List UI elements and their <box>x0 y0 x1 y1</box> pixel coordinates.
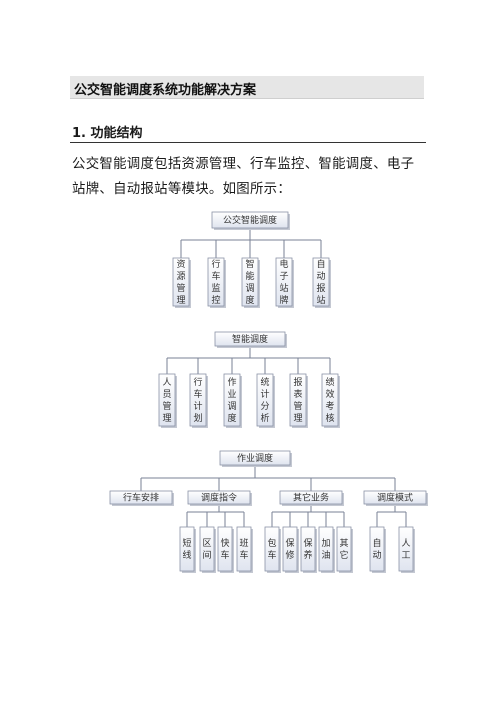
tree2-node-1-label: 行车计划 <box>193 376 202 424</box>
document-title-bar: 公交智能调度系统功能解决方案 <box>70 76 424 99</box>
tree2-node-0-label: 人员管理 <box>162 377 171 424</box>
tree1-node-3: 电子站牌 <box>275 257 294 308</box>
tree3-leaf-1-2-label: 快车 <box>220 537 229 561</box>
tree2-root-box: 智能调度 <box>214 331 287 348</box>
tree3-leaf-2-3-label: 加油 <box>321 538 330 561</box>
tree1-node-3-label: 电子站牌 <box>279 258 288 306</box>
tree3-leaf-1-1: 区间 <box>199 526 216 573</box>
tree1-node-0-label: 资源管理 <box>176 259 185 306</box>
section-divider <box>70 142 426 143</box>
tree2-node-5-label: 绩效考核 <box>325 376 334 424</box>
tree2-node-4-label: 报表管理 <box>293 376 302 424</box>
tree3-leaf-2-3: 加油 <box>318 526 335 573</box>
tree1-node-1-label: 行车监控 <box>211 258 220 306</box>
tree3-group-3: 调度模式 <box>363 490 428 506</box>
tree3-group-1-label: 调度指令 <box>201 492 237 504</box>
tree1-root-box: 公交智能调度 <box>211 211 290 230</box>
tree1-node-4-label: 自动报站 <box>316 258 325 306</box>
section-title: 功能结构 <box>90 126 143 141</box>
tree3-leaf-2-1: 保修 <box>282 526 299 573</box>
tree3-leaf-1-0-label: 短线 <box>182 537 191 561</box>
section-number: 1. <box>72 126 86 141</box>
tree3-leaf-2-4: 其它 <box>336 526 353 573</box>
tree3-group-2: 其它业务 <box>279 490 344 506</box>
tree3-leaf-2-0: 包车 <box>264 526 281 573</box>
tree3-root-box-label: 作业调度 <box>237 452 273 464</box>
tree3-leaf-1-3-label: 班车 <box>239 537 248 561</box>
tree1-node-2-label: 智能调度 <box>245 258 254 306</box>
tree3-leaf-2-2: 保养 <box>300 526 317 573</box>
tree3-leaf-3-1-label: 人工 <box>401 538 410 561</box>
tree3-group-0-label: 行车安排 <box>123 492 159 504</box>
tree1-node-1: 行车监控 <box>207 257 226 308</box>
tree2-node-3: 统计分析 <box>256 373 275 428</box>
tree3-leaf-1-2: 快车 <box>217 526 234 573</box>
document-title: 公交智能调度系统功能解决方案 <box>74 83 257 98</box>
tree3-leaf-1-1-label: 区间 <box>202 538 211 561</box>
tree1-node-4: 自动报站 <box>312 257 331 308</box>
body-paragraph: 公交智能调度包括资源管理、行车监控、智能调度、电子站牌、自动报站等模块。如图所示… <box>72 157 415 197</box>
tree1-root-box-label: 公交智能调度 <box>223 214 277 226</box>
tree3-group-2-label: 其它业务 <box>293 492 329 504</box>
tree3-leaf-2-0-label: 包车 <box>267 537 276 561</box>
tree3-leaf-3-0-label: 自动 <box>372 537 381 561</box>
tree3-leaf-1-0: 短线 <box>179 526 196 573</box>
section-heading: 1. 功能结构 <box>72 122 143 141</box>
tree1-node-0: 资源管理 <box>172 257 191 308</box>
tree3-group-1: 调度指令 <box>187 490 252 506</box>
tree3-leaf-2-2-label: 保养 <box>303 537 312 561</box>
tree3-leaf-2-4-label: 其它 <box>339 538 348 561</box>
tree2-node-0: 人员管理 <box>158 373 177 428</box>
tree3-group-3-label: 调度模式 <box>377 492 413 504</box>
tree2-root-box-label: 智能调度 <box>232 333 268 345</box>
tree2-node-2-label: 作业调度 <box>227 376 236 424</box>
tree3-leaf-2-1-label: 保修 <box>285 537 294 561</box>
tree3-leaf-1-3: 班车 <box>236 526 253 573</box>
tree2-node-4: 报表管理 <box>289 373 308 428</box>
tree2-node-2: 作业调度 <box>223 373 242 428</box>
tree2-node-3-label: 统计分析 <box>260 376 269 424</box>
tree1-node-2: 智能调度 <box>241 257 260 308</box>
tree3-leaf-3-1: 人工 <box>398 526 415 573</box>
tree2-node-5: 绩效考核 <box>321 373 340 428</box>
tree3-group-0: 行车安排 <box>109 490 174 506</box>
tree2-node-1: 行车计划 <box>189 373 208 428</box>
tree3-root-box: 作业调度 <box>219 450 292 467</box>
tree3-leaf-3-0: 自动 <box>369 526 386 573</box>
